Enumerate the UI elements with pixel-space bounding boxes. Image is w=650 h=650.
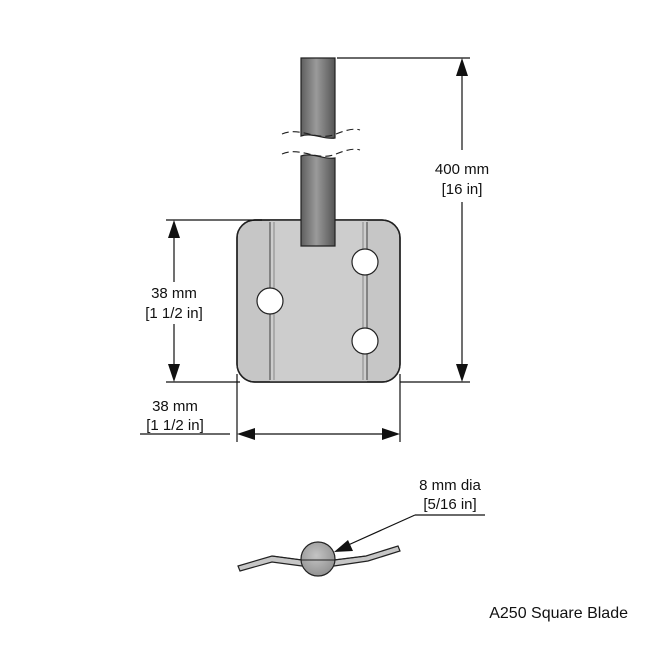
- rod-length-mm: 400 mm: [435, 161, 489, 178]
- blade-height-mm: 38 mm: [151, 285, 197, 302]
- blade-side-view: [237, 541, 401, 577]
- figure-caption: A250 Square Blade: [489, 605, 628, 622]
- blade-width-mm: 38 mm: [152, 398, 198, 415]
- mounting-hole: [256, 287, 284, 315]
- mounting-hole: [351, 248, 379, 276]
- hole-diameter-in: [5/16 in]: [423, 496, 476, 513]
- blade-height-in: [1 1/2 in]: [145, 305, 203, 322]
- hole-diameter-mm: 8 mm dia: [419, 477, 481, 494]
- hole-diameter-leader: [334, 514, 485, 552]
- rod-length-in: [16 in]: [442, 181, 483, 198]
- blade-height-dimension: [166, 219, 262, 383]
- rod-shaft: [300, 57, 336, 247]
- blade-width-in: [1 1/2 in]: [146, 417, 204, 434]
- blade-width-dimension: [140, 374, 401, 442]
- rod-end-section: [300, 541, 336, 577]
- mounting-hole: [351, 327, 379, 355]
- rod-length-dimension: [337, 57, 470, 383]
- break-marks: [281, 128, 361, 157]
